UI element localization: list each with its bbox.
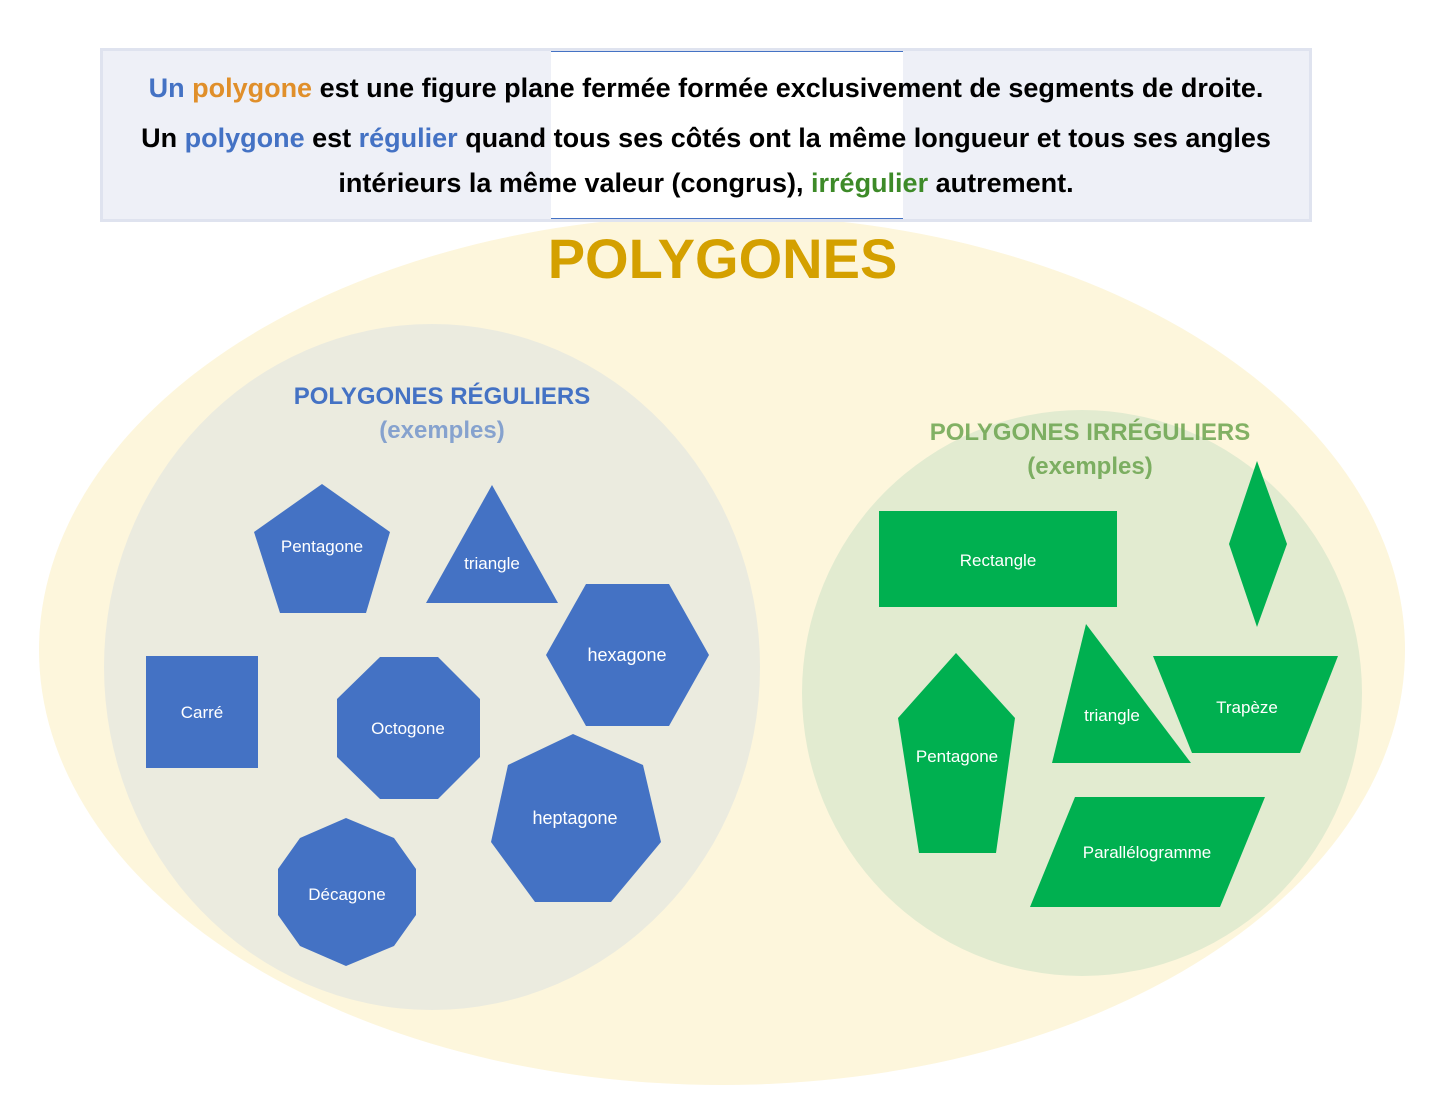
irregular-shapes: Rectangle Pentagone triangle Trapèze Par… <box>879 461 1338 907</box>
definition-line2-segment: Un <box>141 123 185 153</box>
irregular-pentagon-label: Pentagone <box>916 747 998 766</box>
definition-line2-segment: est <box>304 123 359 153</box>
definition-box: Un polygone est une figure plane fermée … <box>100 48 1312 222</box>
regular-heptagon-shape <box>491 734 661 902</box>
definition-line-3: intérieurs la même valeur (congrus), irr… <box>103 168 1309 199</box>
regular-hexagon-label: hexagone <box>587 645 666 665</box>
irregular-group-heading: POLYGONES IRRÉGULIERS (exemples) <box>890 416 1290 484</box>
irregular-group-subtitle: (exemples) <box>1027 453 1153 480</box>
definition-line-1: Un polygone est une figure plane fermée … <box>103 73 1309 104</box>
irregular-group-title: POLYGONES IRRÉGULIERS <box>929 419 1251 446</box>
regular-hexagon-shape <box>546 584 709 726</box>
regular-decagon-label: Décagone <box>308 885 386 904</box>
irregular-trapeze-shape <box>1153 656 1338 753</box>
definition-line1-segment: est une figure plane fermée formée exclu… <box>312 73 1264 103</box>
irregular-pentagon-shape <box>898 653 1015 853</box>
regular-group-title: POLYGONES RÉGULIERS <box>293 383 591 410</box>
definition-line-2: Un polygone est régulier quand tous ses … <box>103 123 1309 154</box>
irregular-triangle-shape <box>1052 624 1191 763</box>
irregular-parallelogram-label: Parallélogramme <box>1083 843 1212 862</box>
page-title: POLYGONES <box>547 227 898 290</box>
regular-triangle-label: triangle <box>464 554 520 573</box>
irregular-trapeze-label: Trapèze <box>1216 698 1278 717</box>
regular-decagon-shape <box>278 818 416 966</box>
definition-line3-segment: irrégulier <box>811 168 929 198</box>
regular-octagon-label: Octogone <box>371 719 445 738</box>
regular-group-heading: POLYGONES RÉGULIERS (exemples) <box>262 380 622 448</box>
definition-line1-segment: Un <box>148 73 193 103</box>
regular-shapes: Pentagone triangle hexagone Carré Octogo… <box>146 484 709 966</box>
regular-heptagon-label: heptagone <box>532 808 617 828</box>
irregular-rhombus-shape <box>1229 461 1287 627</box>
regular-triangle-shape <box>426 485 558 603</box>
regular-group-subtitle: (exemples) <box>379 417 505 444</box>
definition-line2-segment: polygone <box>184 123 305 153</box>
definition-line2-segment: quand tous ses côtés ont la même longueu… <box>457 123 1271 153</box>
definition-line1-segment: polygone <box>192 73 313 103</box>
irregular-rectangle-label: Rectangle <box>960 551 1037 570</box>
regular-octagon-shape <box>337 657 480 799</box>
regular-pentagon-shape <box>254 484 390 613</box>
regular-square-shape <box>146 656 258 768</box>
definition-line3-segment: intérieurs la même valeur (congrus), <box>338 168 812 198</box>
regular-pentagon-label: Pentagone <box>281 537 363 556</box>
regular-square-label: Carré <box>181 703 224 722</box>
irregular-parallelogram-shape <box>1030 797 1265 907</box>
definition-line2-segment: régulier <box>358 123 458 153</box>
irregular-triangle-label: triangle <box>1084 706 1140 725</box>
definition-line3-segment: autrement. <box>928 168 1074 198</box>
irregular-rectangle-shape <box>879 511 1117 607</box>
